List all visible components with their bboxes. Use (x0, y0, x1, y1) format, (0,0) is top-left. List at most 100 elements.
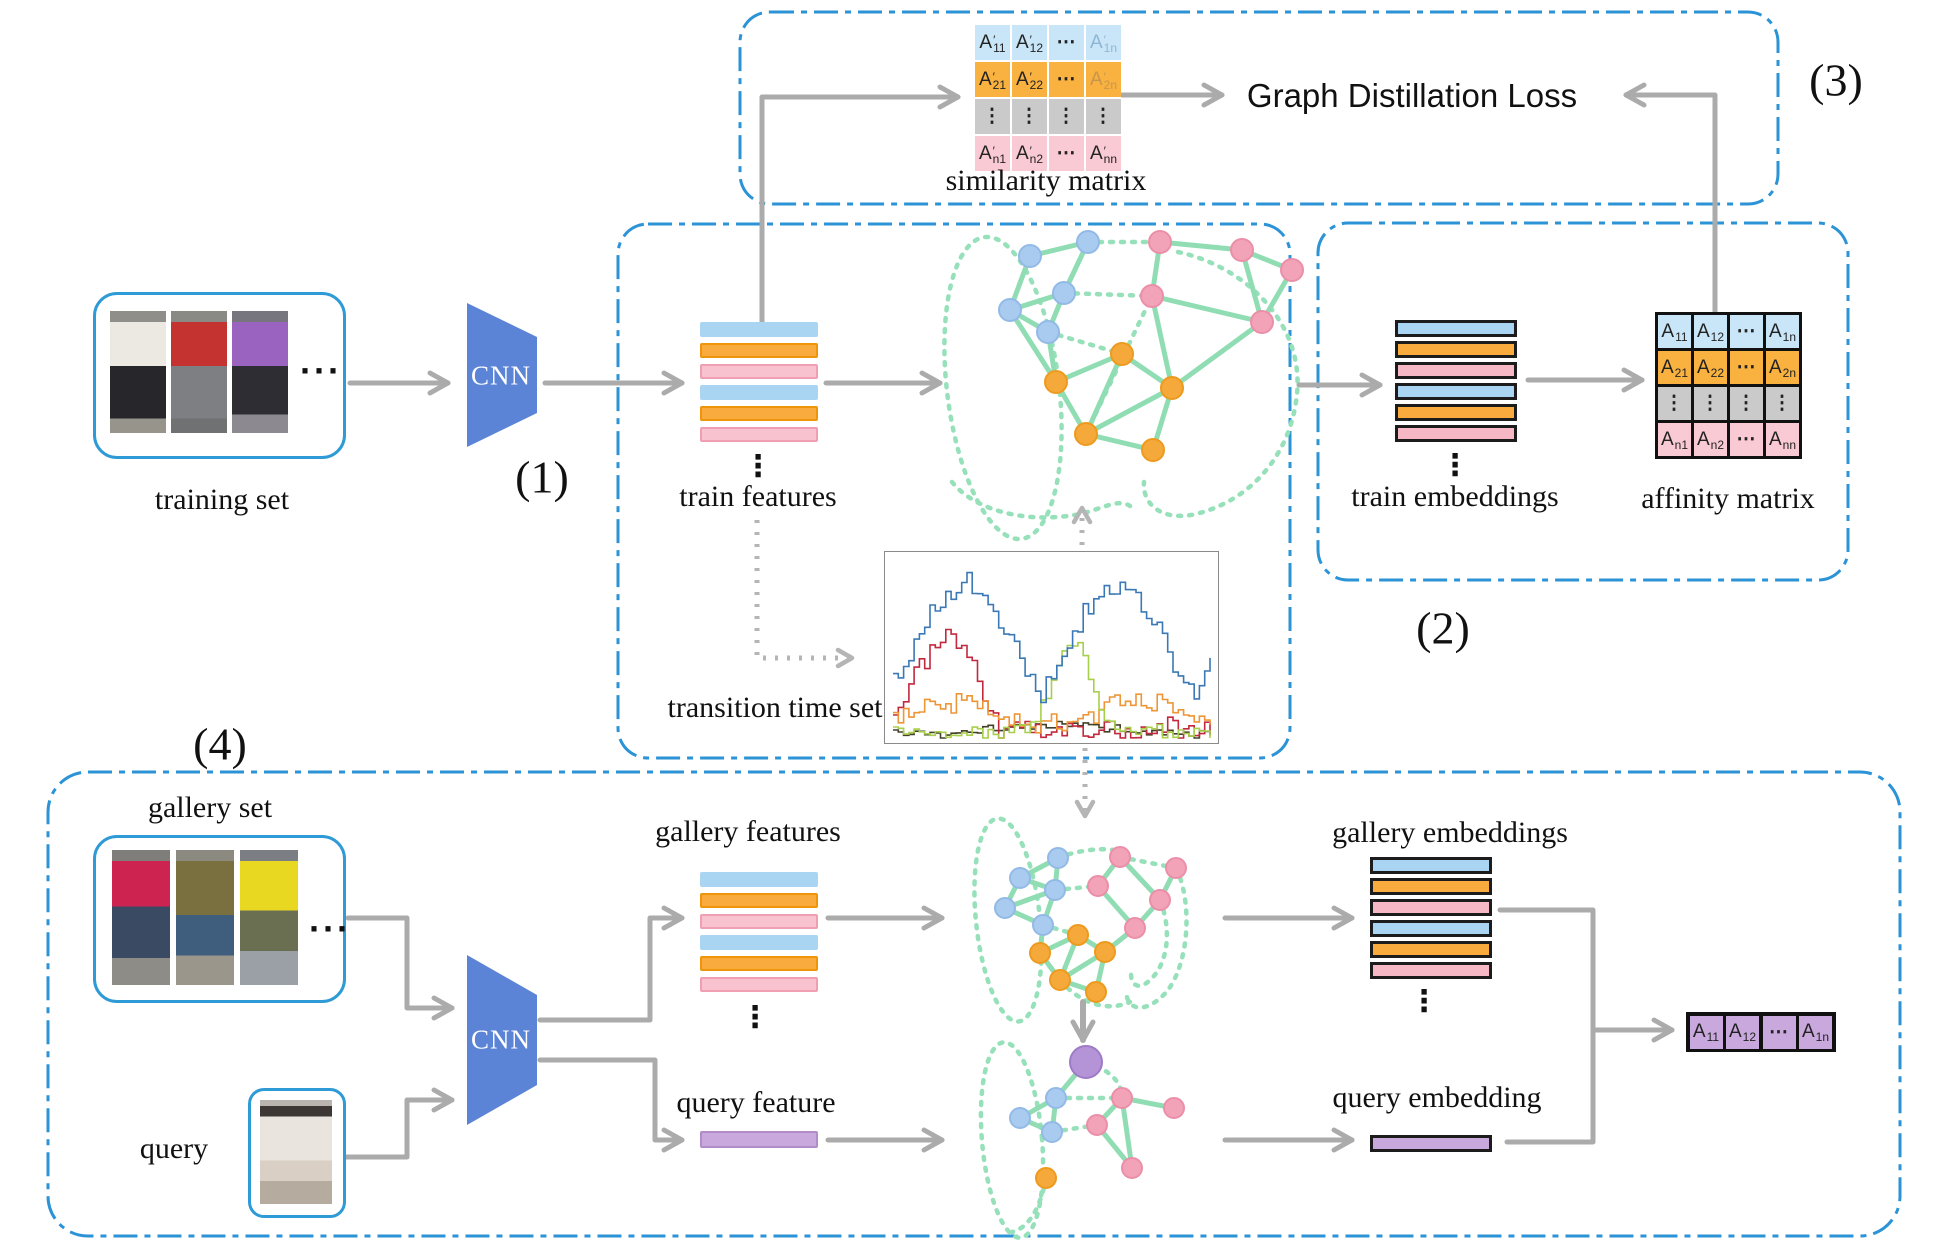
train-embeddings-label: train embeddings (1351, 480, 1559, 513)
feature-bar (700, 956, 818, 971)
embedding-bar (1370, 878, 1492, 895)
training-set-label: training set (154, 483, 290, 516)
affinity-matrix-label: affinity matrix (1641, 482, 1815, 515)
embedding-bar (1395, 362, 1517, 379)
gallery-features-vdots: ⋮ (740, 1000, 770, 1035)
panel-4-box (46, 770, 1902, 1238)
gallery-features-label: gallery features (655, 815, 841, 848)
gallery-person-2 (176, 850, 234, 985)
matrix-cell: A′2n (1086, 62, 1121, 97)
feature-bar (700, 322, 818, 337)
matrix-cell: ⋮ (1658, 387, 1691, 420)
gallery-embeddings-vdots: ⋮ (1409, 984, 1439, 1019)
arrow-cnn-to-queryfeature (537, 1057, 685, 1153)
arrow-query-to-cnn (341, 1087, 455, 1160)
matrix-cell: A′11 (975, 25, 1010, 60)
matrix-cell: ⋮ (1049, 99, 1084, 134)
embedding-bar (1395, 404, 1517, 421)
panel-2-label: (2) (1416, 602, 1470, 654)
matrix-cell: A′nn (1086, 136, 1121, 171)
query-embedding-label: query embedding (1332, 1081, 1542, 1114)
matrix-cell: A′21 (975, 62, 1010, 97)
query-person (260, 1100, 332, 1204)
panel-4-label: (4) (193, 718, 247, 770)
transition-time-set-label: transition time set (667, 691, 883, 724)
panel-boxes (46, 10, 1902, 1238)
cnn-top-shape (467, 303, 537, 447)
training-person-3 (232, 311, 288, 433)
gallery-embeddings-label: gallery embeddings (1332, 816, 1568, 849)
gallery-set-box: ··· (93, 835, 349, 1003)
query-label: query (139, 1132, 209, 1165)
train-graph (942, 230, 1304, 542)
matrix-cell: ⋮ (1012, 99, 1047, 134)
training-person-1 (110, 311, 166, 433)
panel-2-box (1316, 221, 1850, 582)
transition-time-plot (884, 551, 1219, 744)
embedding-bar (1370, 962, 1492, 979)
query-embedding-bar (1370, 1135, 1492, 1152)
matrix-cell: ⋮ (1730, 387, 1763, 420)
arrow-trainfeatures-to-simmatrix (759, 84, 961, 327)
feature-bar (700, 914, 818, 929)
arrow-galleryset-to-cnn (345, 915, 455, 1021)
matrix-cell: A′22 (1012, 62, 1047, 97)
matrix-cell: ⋯ (1049, 25, 1084, 60)
embedding-bar (1395, 425, 1517, 442)
gallery-set-ellipsis: ··· (309, 908, 351, 949)
matrix-cell: A′n1 (975, 136, 1010, 171)
feature-bar (700, 872, 818, 887)
feature-bar (700, 343, 818, 358)
matrix-cell: A′1n (1086, 25, 1121, 60)
embedding-bar (1395, 383, 1517, 400)
matrix-cell: A′n2 (1012, 136, 1047, 171)
arrow-affinity-to-loss (1623, 82, 1718, 315)
matrix-cell: ⋯ (1049, 136, 1084, 171)
feature-bar (700, 385, 818, 400)
embedding-bar (1370, 920, 1492, 937)
matrix-cell: ⋮ (1766, 387, 1799, 420)
matrix-cell: ⋮ (1694, 387, 1727, 420)
embedding-bar (1395, 320, 1517, 337)
cnn-shapes (467, 303, 537, 1125)
embedding-bar (1370, 941, 1492, 958)
feature-bar (700, 935, 818, 950)
training-set-ellipsis: ··· (300, 350, 342, 391)
gallery-graph (972, 816, 1189, 1024)
query-feature-bar (700, 1131, 818, 1148)
gallery-person-3 (240, 850, 298, 985)
matrix-cell: A′12 (1012, 25, 1047, 60)
feature-bar (700, 977, 818, 992)
panel-3-box (738, 10, 1780, 206)
train-features-vdots: ⋮ (743, 449, 773, 484)
embedding-bar (1370, 899, 1492, 916)
matrix-cell: ⋯ (1730, 351, 1763, 384)
arrows (341, 82, 1718, 1160)
feature-bar (700, 893, 818, 908)
training-person-2 (171, 311, 227, 433)
feature-bar (700, 406, 818, 421)
matrix-cell: ⋯ (1049, 62, 1084, 97)
train-features-label: train features (679, 480, 837, 513)
training-set-box: ··· (93, 292, 346, 459)
matrix-cell: ⋯ (1730, 315, 1763, 348)
panel-1-box (616, 222, 1292, 760)
cnn-bottom-shape (467, 955, 537, 1125)
arrow-cnn-to-galleryfeatures (537, 905, 685, 1023)
matrix-cell: ⋮ (1086, 99, 1121, 134)
embedding-bar (1395, 341, 1517, 358)
query-feature-label: query feature (676, 1086, 836, 1119)
